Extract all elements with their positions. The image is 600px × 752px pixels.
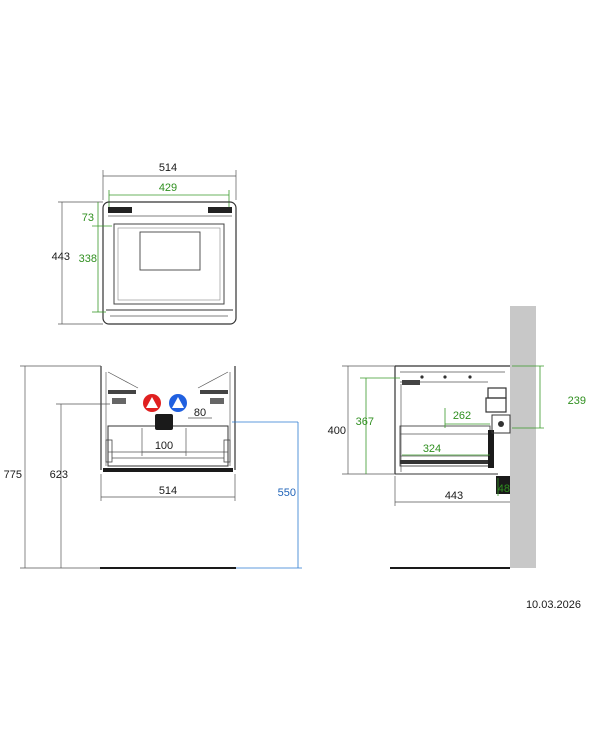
- top-view: 514 429 443 73 338: [52, 162, 237, 325]
- dim-side-324: 324: [423, 443, 441, 455]
- date-label: 10.03.2026: [526, 599, 581, 611]
- dim-front-514: 514: [159, 485, 177, 497]
- wall: [510, 306, 536, 568]
- dim-top-73: 73: [82, 212, 94, 224]
- dim-side-239: 239: [568, 395, 586, 407]
- dim-side-367: 367: [356, 416, 374, 428]
- dim-front-550: 550: [278, 487, 296, 499]
- bracket-icon: [487, 387, 507, 399]
- dim-side-262: 262: [453, 410, 471, 422]
- dim-front-80: 80: [194, 407, 206, 419]
- cabinet-base: [103, 468, 233, 472]
- dim-front-100: 100: [155, 440, 173, 452]
- dim-top-429: 429: [159, 182, 177, 194]
- drain-icon: [155, 414, 173, 430]
- cabinet-top-outline: [102, 201, 237, 325]
- dim-top-514: 514: [159, 162, 177, 174]
- dim-front-775: 775: [4, 469, 22, 481]
- dim-top-443: 443: [52, 251, 70, 263]
- dim-top-338: 338: [79, 253, 97, 265]
- hot-water-icon: [143, 394, 161, 412]
- dim-side-443: 443: [445, 490, 463, 502]
- front-view: 100 80 514 775 623 550: [4, 365, 302, 569]
- side-view: 400 367 262 324 443 48 239: [328, 306, 586, 569]
- cold-water-icon: [169, 394, 187, 412]
- dim-side-48: 48: [498, 483, 510, 495]
- dim-front-623: 623: [50, 469, 68, 481]
- dim-side-400: 400: [328, 425, 346, 437]
